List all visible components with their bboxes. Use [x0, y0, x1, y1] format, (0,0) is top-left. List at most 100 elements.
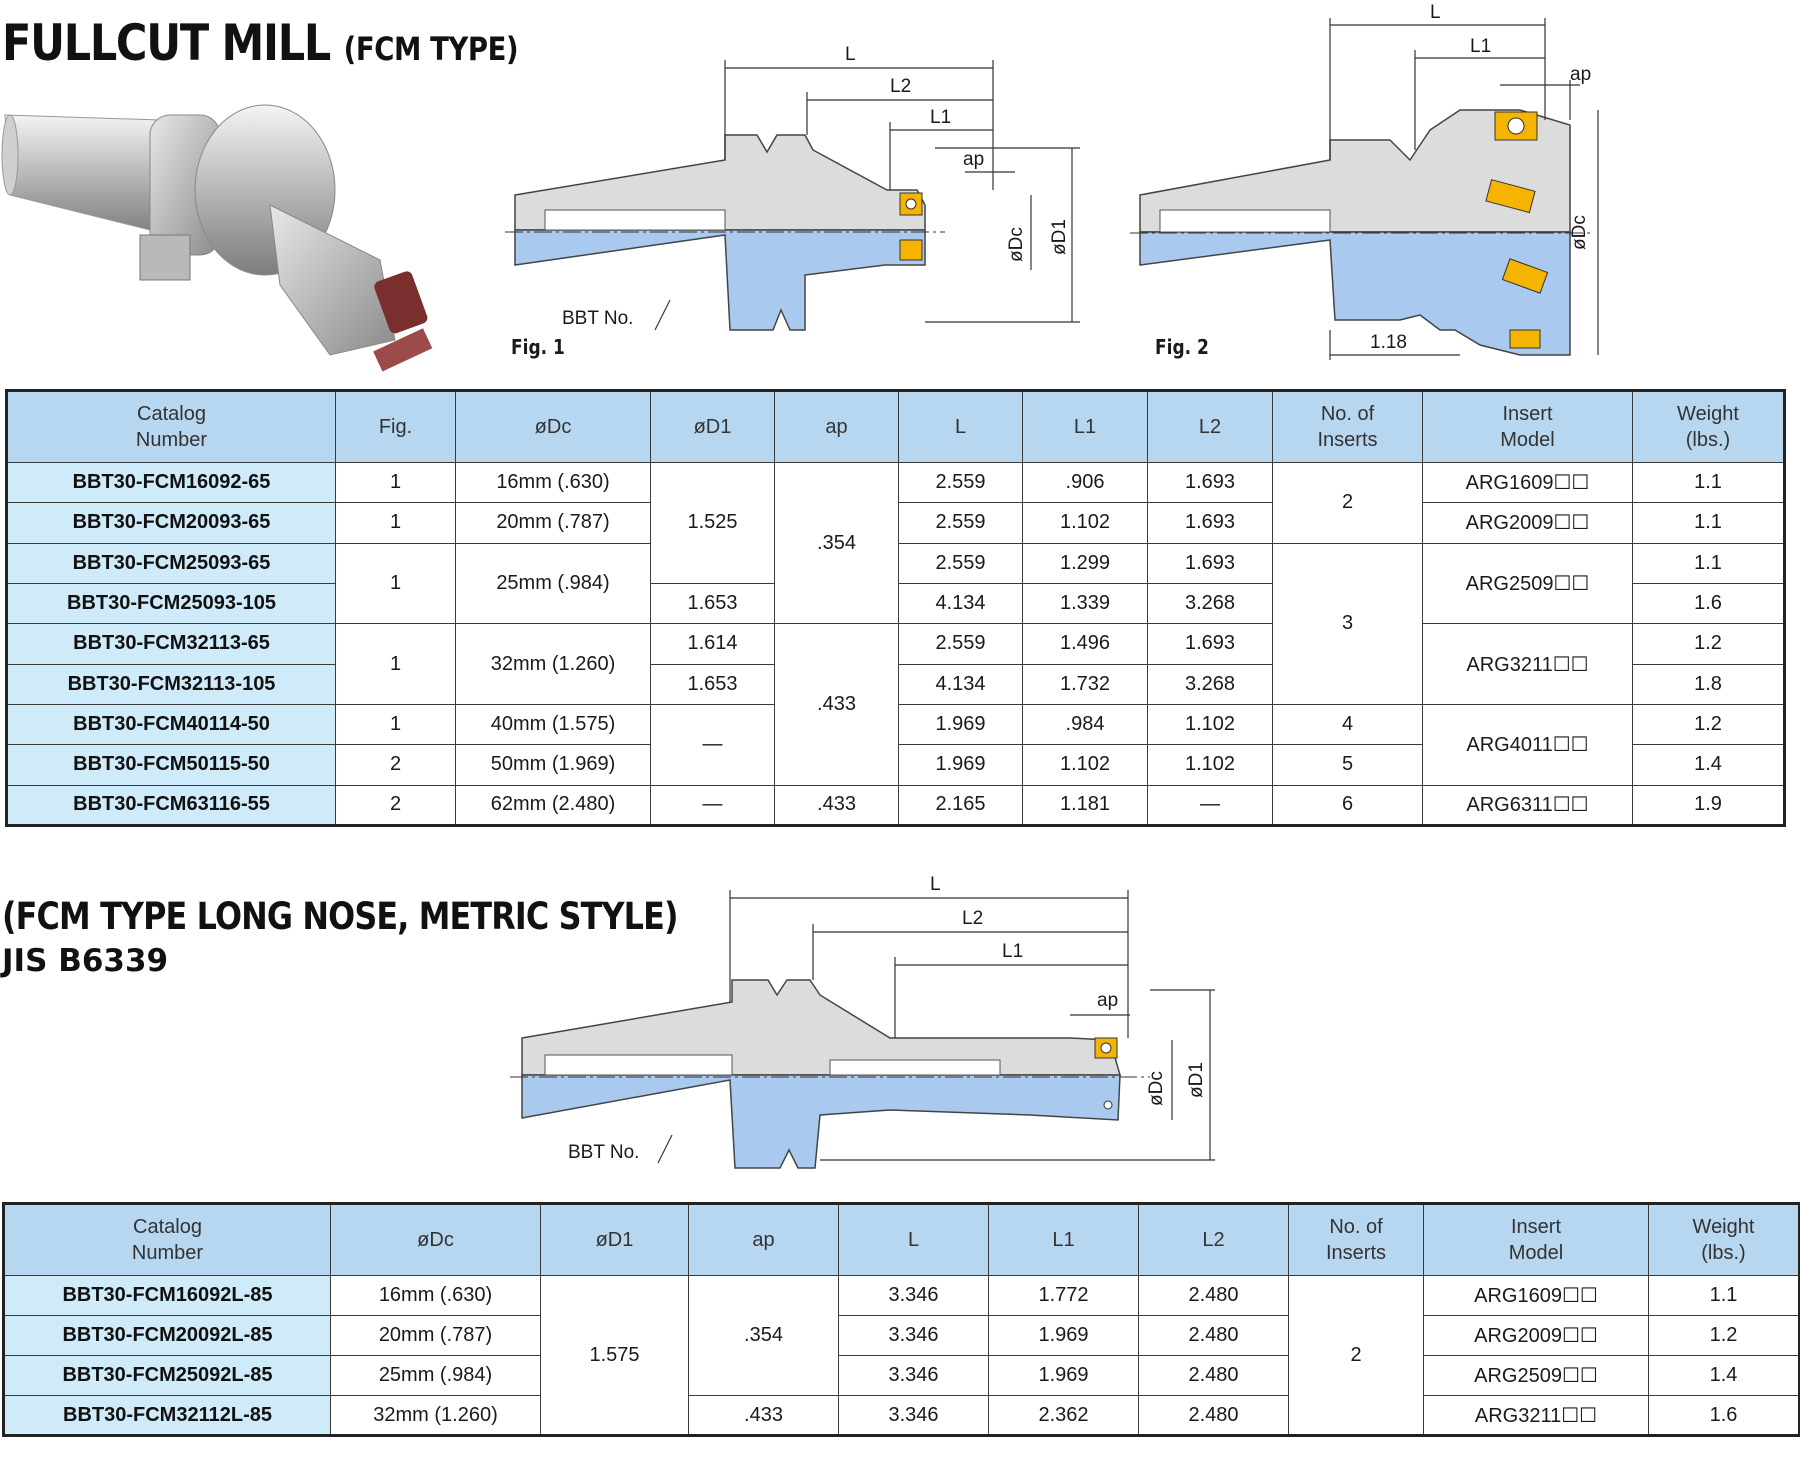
- table-row: BBT30-FCM25093-105 1.653 4.134 1.339 3.2…: [6, 582, 1785, 625]
- table2-header-l1: L1: [988, 1203, 1139, 1276]
- fig-cell: 1: [335, 542, 456, 625]
- weight-cell: 1.1: [1632, 461, 1785, 504]
- d1-cell: 1.653: [650, 663, 775, 705]
- table2-header-ap: ap: [688, 1203, 839, 1276]
- catalog-cell: BBT30-FCM25093-105: [6, 582, 336, 625]
- d1-cell: —: [650, 703, 775, 786]
- table-row: BBT30-FCM32113-65 1 32mm (1.260) 1.614 .…: [6, 623, 1785, 786]
- table2-header-l2: L2: [1138, 1203, 1289, 1276]
- table-row: BBT30-FCM25092L-85 25mm (.984) 3.346 1.9…: [3, 1355, 1800, 1396]
- weight-cell: 1.2: [1632, 623, 1785, 665]
- table1-header-weight: Weight(lbs.): [1632, 390, 1785, 463]
- insert-model-cell: ARG1609☐☐: [1422, 461, 1633, 504]
- weight-cell: 1.4: [1648, 1355, 1800, 1396]
- d1-cell: 1.525: [650, 462, 775, 584]
- insert-model-cell: ARG4011☐☐: [1422, 703, 1633, 786]
- l2-cell: —: [1147, 784, 1273, 827]
- dc-cell: 25mm (.984): [455, 542, 651, 625]
- catalog-cell: BBT30-FCM25092L-85: [3, 1355, 331, 1396]
- fig-cell: 2: [335, 784, 456, 827]
- weight-cell: 1.1: [1632, 542, 1785, 584]
- l1-cell: 1.732: [1022, 663, 1148, 705]
- l-cell: 3.346: [838, 1315, 989, 1356]
- l1-cell: 1.969: [988, 1315, 1139, 1356]
- l-cell: 2.165: [898, 784, 1023, 827]
- fig1-dim-ap: ap: [963, 149, 984, 170]
- l1-cell: .984: [1022, 703, 1148, 746]
- l1-cell: 1.299: [1022, 542, 1148, 584]
- dc-cell: 62mm (2.480): [455, 784, 651, 827]
- fig2-dim-ap: ap: [1570, 64, 1591, 85]
- l-cell: 1.969: [898, 744, 1023, 786]
- d1-cell: 1.614: [650, 623, 775, 665]
- l-cell: 2.559: [898, 542, 1023, 584]
- dc-cell: 16mm (.630): [330, 1275, 541, 1316]
- table-row: BBT30-FCM32112L-85 32mm (1.260) .433 3.3…: [3, 1395, 1800, 1436]
- section2-subtitle: JIS B6339: [2, 943, 169, 979]
- table1-header-l1: L1: [1022, 390, 1148, 463]
- table1-header-dc: øDc: [455, 390, 651, 463]
- catalog-cell: BBT30-FCM32113-65: [6, 623, 336, 665]
- weight-cell: 1.4: [1632, 744, 1785, 786]
- long-nose-dim-Dc: øDc: [1146, 1071, 1167, 1106]
- catalog-cell: BBT30-FCM20093-65: [6, 502, 336, 544]
- d1-cell: —: [650, 784, 775, 827]
- inserts-cell: 3: [1272, 542, 1423, 705]
- fig-cell: 1: [335, 623, 456, 705]
- page-title: FULLCUT MILL (FCM TYPE): [2, 18, 519, 68]
- catalog-cell: BBT30-FCM25093-65: [6, 542, 336, 584]
- table-row: BBT30-FCM40114-50 1 40mm (1.575) — 1.969…: [6, 703, 1785, 786]
- table1-header-fig: Fig.: [335, 390, 456, 463]
- l2-cell: 1.693: [1147, 461, 1273, 504]
- l2-cell: 1.693: [1147, 502, 1273, 544]
- fig1-dim-L2: L2: [890, 76, 911, 97]
- fig1-drawing: L L2 L1 ap øDc øD1 BBT No.: [505, 44, 1080, 331]
- l1-cell: 1.181: [1022, 784, 1148, 827]
- l-cell: 4.134: [898, 663, 1023, 705]
- weight-cell: 1.8: [1632, 663, 1785, 705]
- insert-model-cell: ARG6311☐☐: [1422, 784, 1633, 827]
- product-photo: [1, 104, 433, 372]
- table2-header-weight: Weight(lbs.): [1648, 1203, 1800, 1276]
- catalog-cell: BBT30-FCM16092L-85: [3, 1275, 331, 1316]
- table-row: BBT30-FCM50115-50 2 50mm (1.969) 1.969 1…: [6, 744, 1785, 786]
- l2-cell: 2.480: [1138, 1315, 1289, 1356]
- catalog-cell: BBT30-FCM32113-105: [6, 663, 336, 705]
- table-row: BBT30-FCM32113-105 1.653 4.134 1.732 3.2…: [6, 663, 1785, 705]
- l2-cell: 2.480: [1138, 1355, 1289, 1396]
- fig2-dim-Dc: øDc: [1569, 215, 1590, 250]
- l1-cell: 1.496: [1022, 623, 1148, 665]
- l1-cell: 1.969: [988, 1355, 1139, 1396]
- l-cell: 4.134: [898, 582, 1023, 625]
- l1-cell: 1.339: [1022, 582, 1148, 625]
- inserts-cell: 4: [1272, 703, 1423, 746]
- weight-cell: 1.6: [1632, 582, 1785, 625]
- ap-cell: .354: [688, 1275, 839, 1396]
- ap-cell: .354: [774, 461, 899, 625]
- table-row: BBT30-FCM20093-65 1 20mm (.787) 2.559 1.…: [6, 502, 1785, 544]
- long-nose-dim-L: L: [930, 874, 941, 895]
- fig-cell: 1: [335, 502, 456, 544]
- dc-cell: 20mm (.787): [455, 502, 651, 544]
- inserts-cell: 6: [1272, 784, 1423, 827]
- table1-header-ap: ap: [774, 390, 899, 463]
- table2-header-l: L: [838, 1203, 989, 1276]
- fig1-label: Fig. 1: [511, 335, 565, 359]
- dc-cell: 25mm (.984): [330, 1355, 541, 1396]
- insert-model-cell: ARG3211☐☐: [1423, 1395, 1649, 1436]
- ap-cell: .433: [774, 784, 899, 827]
- insert-model-cell: ARG2009☐☐: [1422, 502, 1633, 544]
- long-nose-dim-L1: L1: [1002, 941, 1023, 962]
- table-row: BBT30-FCM63116-55 2 62mm (2.480) — .433 …: [6, 784, 1785, 827]
- fig2-label: Fig. 2: [1155, 335, 1209, 359]
- inserts-cell: 2: [1272, 462, 1423, 544]
- weight-cell: 1.1: [1632, 502, 1785, 544]
